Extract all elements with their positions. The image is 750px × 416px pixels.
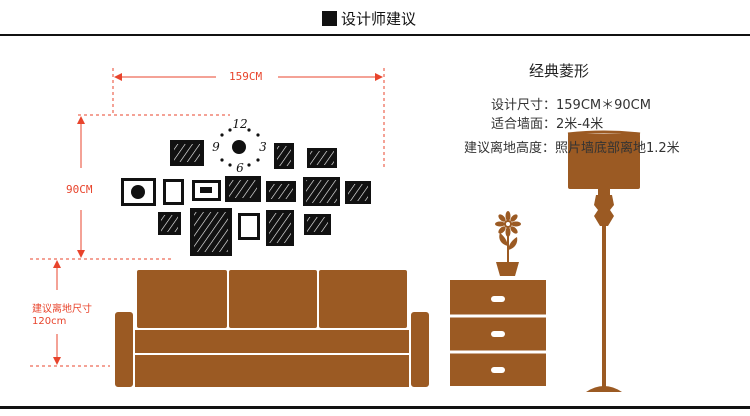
photo-frame bbox=[190, 208, 232, 256]
floor-distance-label-line2: 120cm bbox=[32, 316, 67, 327]
photo-frames bbox=[121, 140, 371, 256]
product-title: 经典菱形 bbox=[529, 62, 590, 80]
drawer-handle bbox=[491, 296, 505, 302]
clock-center bbox=[232, 140, 246, 154]
photo-frame bbox=[266, 210, 294, 246]
photo-frame bbox=[274, 143, 294, 169]
photo-frame bbox=[163, 179, 184, 205]
drawer-handle bbox=[491, 367, 505, 373]
design-size-line: 设计尺寸：159CM＊90CM bbox=[491, 98, 651, 113]
suitable-wall-line: 适合墙面：2米-4米 bbox=[491, 117, 604, 132]
section-title: 设计师建议 bbox=[322, 8, 416, 29]
drawer-handle bbox=[491, 331, 505, 337]
photo-frame bbox=[266, 181, 296, 202]
dimension-guides bbox=[30, 68, 385, 367]
photo-frame bbox=[225, 176, 261, 202]
floor-distance-label: 建议离地尺寸 120cm bbox=[32, 304, 92, 328]
section-title-text: 设计师建议 bbox=[341, 10, 417, 28]
photo-frame bbox=[121, 178, 156, 206]
header-divider bbox=[0, 34, 750, 36]
photo-frame bbox=[345, 181, 371, 204]
photo-frame bbox=[192, 180, 221, 201]
photo-frame bbox=[307, 148, 337, 168]
drawer-cabinet bbox=[448, 278, 548, 388]
clock-numeral-9: 9 bbox=[212, 140, 220, 154]
square-icon bbox=[322, 11, 337, 26]
photo-frame bbox=[304, 214, 331, 235]
photo-frame bbox=[170, 140, 204, 166]
clock-numeral-12: 12 bbox=[232, 117, 247, 131]
height-label: 90CM bbox=[66, 183, 93, 196]
sofa bbox=[113, 268, 431, 389]
recommended-height-line: 建议离地高度：照片墙底部离地1.2米 bbox=[464, 141, 680, 156]
floor-distance-label-line1: 建议离地尺寸 bbox=[32, 304, 92, 315]
photo-frame bbox=[158, 212, 181, 235]
header-bar: 设计师建议 bbox=[0, 0, 750, 36]
potted-plant bbox=[495, 211, 521, 276]
photo-frame bbox=[238, 213, 260, 240]
width-label: 159CM bbox=[229, 70, 263, 83]
photo-frame bbox=[303, 177, 340, 206]
floor-lamp bbox=[567, 130, 641, 392]
wall-clock: 12 3 6 9 bbox=[212, 117, 267, 175]
clock-numeral-3: 3 bbox=[259, 140, 267, 154]
clock-numeral-6: 6 bbox=[236, 161, 244, 175]
bottom-divider bbox=[0, 406, 750, 409]
